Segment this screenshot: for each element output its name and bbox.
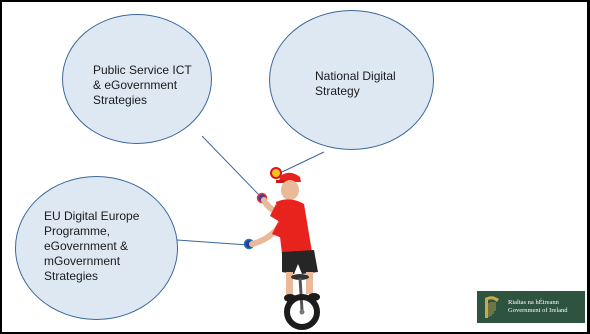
connector-national-digital — [281, 151, 325, 173]
harp-icon — [485, 296, 499, 318]
government-logo-text: Rialtas na hÉireann Government of Irelan… — [508, 299, 568, 314]
bubble-national-digital-text: National Digital Strategy — [315, 69, 396, 98]
government-of-ireland-logo: Rialtas na hÉireann Government of Irelan… — [477, 291, 585, 323]
bubble-eu-digital-text: EU Digital Europe Programme, eGovernment… — [44, 209, 140, 283]
juggling-ball-top — [270, 167, 282, 179]
connector-eu-digital — [176, 239, 249, 246]
bubble-public-service: Public Service ICT & eGovernment Strateg… — [62, 14, 212, 144]
unicycle-wheel — [284, 294, 320, 330]
bubble-eu-digital: EU Digital Europe Programme, eGovernment… — [15, 176, 178, 320]
bubble-national-digital: National Digital Strategy — [269, 10, 434, 150]
connector-public-service — [201, 135, 261, 197]
unicycle-juggler-icon — [243, 167, 320, 330]
bubble-public-service-text: Public Service ICT & eGovernment Strateg… — [93, 63, 192, 107]
slide: Public Service ICT & eGovernment Strateg… — [2, 2, 587, 332]
connector-lines — [176, 135, 325, 246]
